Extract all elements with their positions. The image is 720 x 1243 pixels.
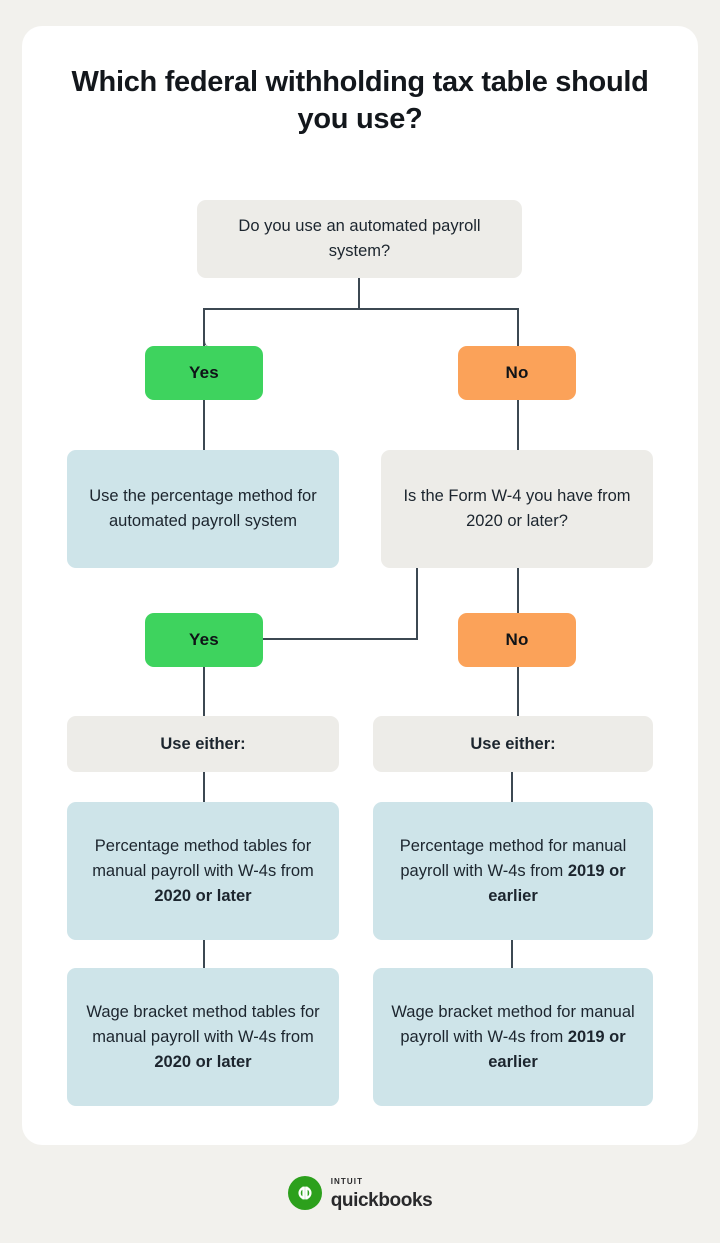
connector-either-left-down xyxy=(203,772,205,802)
result-percentage-2019-bold: 2019 or earlier xyxy=(488,861,626,905)
connector-q1-left-drop xyxy=(203,308,205,346)
connector-q1-horizontal xyxy=(203,308,519,310)
question-node-w4-year: Is the Form W-4 you have from 2020 or la… xyxy=(381,450,653,568)
answer-pill-yes-1-label: Yes xyxy=(189,363,219,382)
connector-q1-down xyxy=(358,278,360,310)
result-node-automated-percentage: Use the percentage method for automated … xyxy=(67,450,339,568)
result-node-wage-bracket-2020: Wage bracket method tables for manual pa… xyxy=(67,968,339,1106)
question-node-w4-year-label: Is the Form W-4 you have from 2020 or la… xyxy=(403,487,631,530)
quickbooks-wordmark: INTUIT quickbooks xyxy=(331,1176,433,1210)
connector-no2-down xyxy=(517,667,519,716)
quickbooks-logo-icon xyxy=(287,1176,322,1210)
connector-either-right-down xyxy=(511,772,513,802)
result-node-percentage-2019: Percentage method for manual payroll wit… xyxy=(373,802,653,940)
answer-pill-no-2[interactable]: No xyxy=(458,613,576,667)
page-title: Which federal withholding tax table shou… xyxy=(71,66,649,135)
result-wage-2020-bold: 2020 or later xyxy=(154,1052,252,1071)
connector-no1-down xyxy=(517,400,519,450)
answer-pill-no-1[interactable]: No xyxy=(458,346,576,400)
result-node-automated-percentage-label: Use the percentage method for automated … xyxy=(89,487,317,530)
use-either-bar-left: Use either: xyxy=(67,716,339,772)
result-wage-2019-bold: 2019 or earlier xyxy=(488,1027,626,1071)
result-percentage-2019-plain: Percentage method for manual payroll wit… xyxy=(399,836,627,880)
footer-branding: INTUIT quickbooks xyxy=(0,1176,720,1210)
question-node-automated-payroll-label: Do you use an automated payroll system? xyxy=(238,217,481,260)
answer-pill-yes-1[interactable]: Yes xyxy=(145,346,263,400)
connector-q2-to-yes2-horizontal xyxy=(262,638,418,640)
quickbooks-wordmark-text: quickbooks xyxy=(330,1189,433,1211)
result-wage-2019-plain: Wage bracket method for manual payroll w… xyxy=(391,1002,635,1046)
result-wage-2020-plain: Wage bracket method tables for manual pa… xyxy=(86,1002,320,1046)
intuit-wordmark: INTUIT xyxy=(330,1175,364,1188)
connector-q2-to-no2 xyxy=(517,568,519,614)
connector-yes1-down xyxy=(203,400,205,450)
connector-percentage-right-down xyxy=(511,940,513,968)
result-node-percentage-2019-label: Percentage method for manual payroll wit… xyxy=(373,834,653,909)
use-either-bar-right-label: Use either: xyxy=(470,734,556,753)
result-percentage-2020-plain: Percentage method tables for manual payr… xyxy=(92,836,314,880)
result-percentage-2020-bold: 2020 or later xyxy=(154,886,252,905)
question-node-automated-payroll: Do you use an automated payroll system? xyxy=(197,200,522,278)
result-node-wage-bracket-2019-label: Wage bracket method for manual payroll w… xyxy=(373,1000,653,1075)
use-either-bar-left-label: Use either: xyxy=(160,734,246,753)
connector-q1-right-drop xyxy=(517,308,519,346)
result-node-percentage-2020: Percentage method tables for manual payr… xyxy=(67,802,339,940)
answer-pill-no-2-label: No xyxy=(505,630,529,649)
result-node-wage-bracket-2019: Wage bracket method for manual payroll w… xyxy=(373,968,653,1106)
answer-pill-no-1-label: No xyxy=(505,363,529,382)
connector-percentage-left-down xyxy=(203,940,205,968)
answer-pill-yes-2[interactable]: Yes xyxy=(145,613,263,667)
connector-yes2-down xyxy=(203,667,205,716)
result-node-percentage-2020-label: Percentage method tables for manual payr… xyxy=(67,834,339,909)
result-node-wage-bracket-2020-label: Wage bracket method tables for manual pa… xyxy=(67,1000,339,1075)
use-either-bar-right: Use either: xyxy=(373,716,653,772)
connector-q1-to-yes xyxy=(203,308,360,346)
answer-pill-yes-2-label: Yes xyxy=(189,630,219,649)
connector-q2-down-left-branch xyxy=(416,568,418,640)
